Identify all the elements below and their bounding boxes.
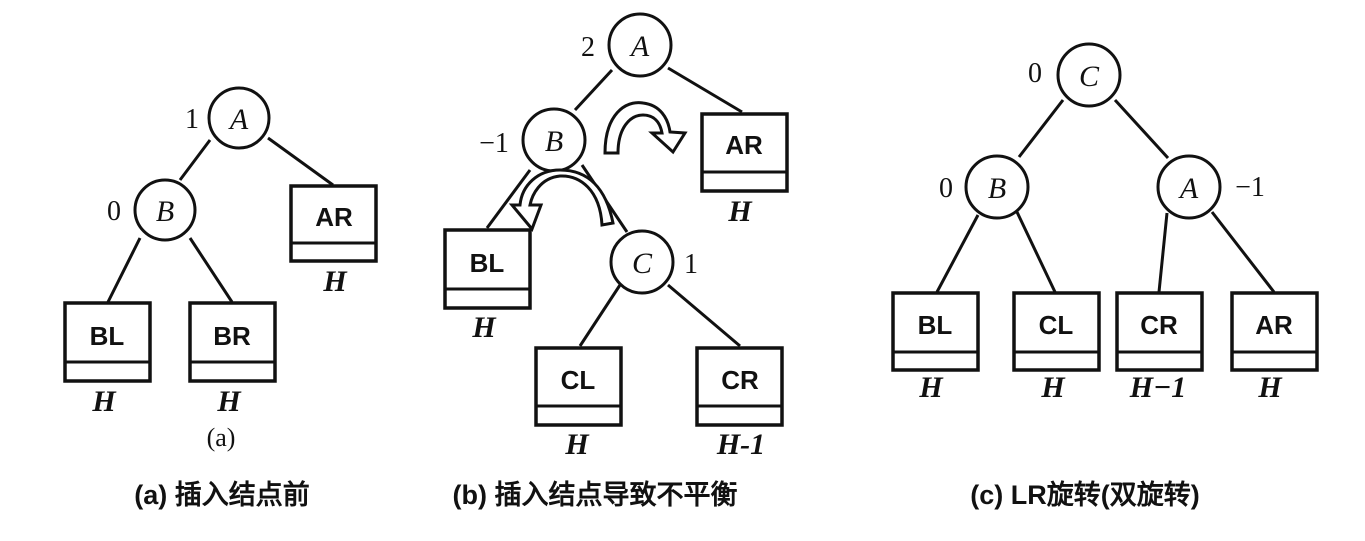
- subtree-c-CL-label: CL: [1039, 310, 1074, 340]
- subtree-b-CL-label: CL: [561, 365, 596, 395]
- balance-c-A: −1: [1235, 172, 1265, 203]
- height-c-BL: H: [918, 371, 944, 404]
- caption-a: (a) 插入结点前: [134, 479, 310, 510]
- height-a-AR: H: [322, 265, 348, 298]
- balance-b-B: −1: [479, 128, 509, 159]
- node-b-C-label: C: [632, 247, 653, 280]
- height-c-CR: H−1: [1129, 371, 1187, 404]
- balance-b-A: 2: [581, 32, 595, 63]
- subtree-a-BL: [63, 301, 152, 383]
- balance-c-B: 0: [939, 173, 953, 204]
- subtree-b-BL-label: BL: [470, 248, 505, 278]
- node-c-B: [964, 154, 1030, 220]
- subtree-b-AR-label: AR: [725, 130, 763, 160]
- subtree-c-CL: [1012, 291, 1101, 372]
- edge-a-A-B: [178, 139, 212, 181]
- subtree-b-CR: [695, 346, 784, 427]
- height-c-CL: H: [1040, 371, 1066, 404]
- subtree-b-CR-label: CR: [721, 365, 759, 395]
- edge-c-C-B: [1017, 99, 1065, 158]
- node-b-B-label: B: [545, 125, 563, 158]
- node-c-A-label: A: [1178, 172, 1199, 205]
- node-a-B-label: B: [156, 195, 174, 228]
- height-b-CL: H: [564, 428, 590, 461]
- subtree-c-CR: [1115, 291, 1204, 372]
- panel-b: A 2 B −1 C 1 AR H BL H CL H CR H-1: [443, 12, 789, 461]
- height-b-CR: H-1: [716, 428, 765, 461]
- subtree-c-CR-label: CR: [1140, 310, 1178, 340]
- rotate-arrow-right-icon: [603, 101, 688, 155]
- subtree-c-BL: [891, 291, 980, 372]
- edge-a-A-AR: [267, 136, 334, 187]
- subtree-a-BL-label: BL: [90, 321, 125, 351]
- subtree-c-AR-label: AR: [1255, 310, 1293, 340]
- panel-a-sublabel: (a): [207, 423, 236, 452]
- subtree-b-BL: [443, 228, 532, 310]
- edge-b-A-B: [573, 68, 614, 112]
- node-c-A: [1156, 154, 1222, 220]
- edge-a-B-BR: [188, 237, 234, 303]
- node-b-A-label: A: [629, 30, 650, 63]
- balance-c-C: 0: [1028, 58, 1042, 89]
- edge-c-B-CL: [1015, 211, 1057, 293]
- node-c-B-label: B: [988, 172, 1006, 205]
- rotate-arrow-left-icon: [508, 168, 615, 232]
- subtree-c-AR: [1230, 291, 1319, 372]
- subtree-a-AR-label: AR: [315, 202, 353, 232]
- subtree-b-AR: [700, 112, 789, 193]
- height-b-BL: H: [471, 311, 497, 344]
- node-c-C: [1056, 42, 1122, 108]
- height-a-BL: H: [91, 385, 117, 418]
- subtree-c-BL-label: BL: [918, 310, 953, 340]
- node-a-A-label: A: [228, 103, 249, 136]
- edge-b-B-BL: [485, 169, 532, 229]
- edge-b-C-CR: [667, 283, 741, 348]
- edge-c-B-BL: [935, 214, 980, 293]
- node-a-A: [207, 86, 271, 150]
- node-b-A: [607, 12, 673, 78]
- edge-b-C-CL: [578, 284, 622, 347]
- edge-c-C-A: [1113, 98, 1170, 160]
- edge-c-A-CR: [1157, 212, 1169, 293]
- node-a-B: [133, 178, 197, 242]
- balance-a-A: 1: [185, 104, 199, 135]
- caption-b: (b) 插入结点导致不平衡: [453, 479, 738, 510]
- caption-c: (c) LR旋转(双旋转): [970, 480, 1199, 510]
- subtree-a-BR: [188, 301, 277, 383]
- node-b-C: [609, 229, 675, 295]
- subtree-b-CL: [534, 346, 623, 427]
- subtree-a-BR-label: BR: [213, 321, 251, 351]
- height-b-AR: H: [727, 195, 753, 228]
- edge-b-A-AR: [667, 66, 743, 114]
- panel-c: C 0 B 0 A −1 BL H CL H CR H−1 AR H: [891, 42, 1319, 404]
- height-c-AR: H: [1257, 371, 1283, 404]
- subtree-a-AR: [289, 184, 378, 263]
- edge-a-B-BL: [106, 237, 142, 303]
- height-a-BR: H: [216, 385, 242, 418]
- balance-b-C: 1: [684, 249, 698, 280]
- edge-c-A-AR: [1210, 211, 1276, 293]
- balance-a-B: 0: [107, 196, 121, 227]
- node-c-C-label: C: [1079, 60, 1100, 93]
- panel-a: A 1 B 0 BL H BR H AR H (a): [63, 86, 378, 452]
